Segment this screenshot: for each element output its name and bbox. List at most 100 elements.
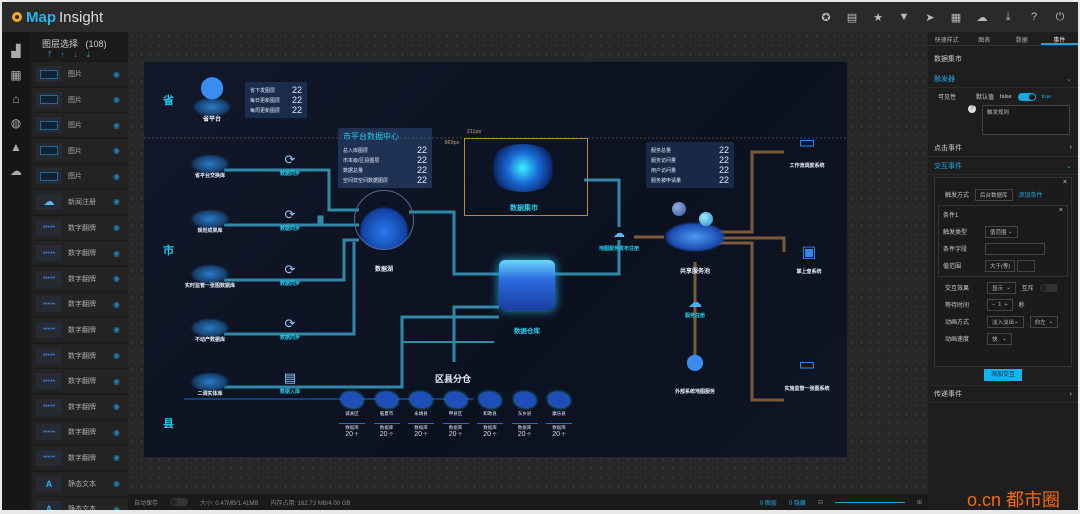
mutex-toggle[interactable]: [1039, 283, 1058, 292]
tab-0[interactable]: 快速样式: [934, 38, 959, 44]
layer-item[interactable]: 图片◉: [32, 87, 128, 112]
eye-icon[interactable]: ◉: [113, 376, 120, 386]
layer-item[interactable]: •••••数字翻牌◉: [32, 369, 128, 394]
dropdown-icon[interactable]: ▼: [898, 11, 910, 23]
trigger-rule-input[interactable]: 触发规则: [982, 105, 1070, 135]
speed-select[interactable]: 快 ⌄: [987, 332, 1012, 345]
layer-item[interactable]: •••••数字翻牌◉: [32, 266, 128, 291]
interaction-event-section[interactable]: 交互事件⌄: [928, 157, 1078, 175]
effect-select[interactable]: 显示 ⌄: [987, 281, 1016, 294]
save-icon[interactable]: ▦: [950, 11, 962, 24]
anim-direction-select[interactable]: 向左 ⌄: [1029, 315, 1059, 328]
autosave-toggle[interactable]: [170, 498, 189, 506]
trigger-type-select[interactable]: 值范围 ⌄: [985, 225, 1018, 238]
eye-icon[interactable]: ◉: [113, 197, 120, 207]
eye-icon[interactable]: ◉: [113, 120, 120, 130]
layer-item[interactable]: 图片◉: [32, 138, 128, 163]
star-icon[interactable]: ★: [873, 11, 883, 24]
eye-icon[interactable]: ◉: [113, 95, 120, 105]
eye-icon[interactable]: ◉: [113, 479, 120, 488]
layer-item[interactable]: •••••数字翻牌◉: [32, 317, 128, 342]
pass-event-section[interactable]: 传递事件›: [928, 385, 1078, 403]
zoom-slider[interactable]: [834, 501, 905, 503]
layer-item[interactable]: •••••数字翻牌◉: [32, 241, 128, 266]
layer-item[interactable]: ☁新闻注册◉: [32, 189, 128, 214]
visibility-toggle[interactable]: [1017, 92, 1036, 101]
hidden-count[interactable]: 0 隐藏: [788, 500, 806, 507]
layer-item[interactable]: 图片◉: [32, 62, 128, 86]
layer-item[interactable]: •••••数字翻牌◉: [32, 420, 128, 445]
selection-y: 869px: [444, 140, 460, 146]
range-operator[interactable]: 大于(等): [985, 259, 1016, 272]
zoom-in-icon[interactable]: ⊞: [916, 499, 922, 506]
clipboard-icon[interactable]: ▤: [846, 11, 858, 24]
eye-icon[interactable]: ◉: [113, 453, 120, 463]
eye-icon[interactable]: ◉: [113, 223, 120, 233]
logo-insight: Insight: [59, 8, 104, 26]
power-icon[interactable]: ⏻: [1055, 10, 1065, 23]
tab-2[interactable]: 数据: [1015, 38, 1028, 44]
anim-select[interactable]: 淡入淡出⌄: [987, 315, 1024, 328]
layer-item[interactable]: •••••数字翻牌◉: [32, 445, 128, 470]
eye-icon[interactable]: ◉: [113, 325, 120, 335]
eye-icon[interactable]: ◉: [113, 504, 120, 510]
eye-icon[interactable]: ◉: [113, 402, 120, 412]
add-condition-link[interactable]: 添加条件: [1018, 193, 1043, 199]
eye-icon[interactable]: ◉: [113, 427, 120, 437]
selection-frame[interactable]: [464, 138, 588, 216]
eye-icon[interactable]: ◉: [113, 248, 120, 258]
layer-item[interactable]: 图片◉: [32, 113, 128, 138]
layer-item[interactable]: •••••数字翻牌◉: [32, 394, 128, 419]
database-platform-icon: [190, 372, 230, 392]
wait-stepper[interactable]: − 1 +: [987, 298, 1013, 311]
layer-item[interactable]: •••••数字翻牌◉: [32, 292, 128, 317]
click-event-section[interactable]: 点击事件›: [928, 139, 1078, 157]
range-value-input[interactable]: [1017, 259, 1036, 272]
eye-icon[interactable]: ◉: [113, 69, 120, 79]
trigger-mode-select[interactable]: 后台数据库: [975, 188, 1013, 201]
add-interaction-button[interactable]: 添加交互: [984, 369, 1022, 381]
send-icon[interactable]: ➤: [925, 11, 935, 24]
zoom-out-icon[interactable]: ⊟: [817, 499, 823, 506]
layer-item[interactable]: 图片◉: [32, 164, 128, 189]
close-icon[interactable]: ×: [1062, 179, 1067, 186]
globe-icon[interactable]: ◍: [10, 116, 22, 130]
eye-icon[interactable]: ◉: [113, 299, 120, 309]
eye-icon[interactable]: ◉: [113, 351, 120, 361]
close-icon[interactable]: ×: [1058, 207, 1063, 214]
cloud-upload-icon[interactable]: ☁: [976, 11, 988, 24]
table-icon[interactable]: ▦: [10, 68, 22, 82]
layers-count[interactable]: 0 图层: [759, 500, 777, 507]
eye-icon[interactable]: ◉: [113, 146, 120, 156]
layer-item[interactable]: •••••数字翻牌◉: [32, 343, 128, 368]
layer-item[interactable]: •••••数字翻牌◉: [32, 215, 128, 240]
help-icon[interactable]: ?: [1030, 11, 1038, 23]
field-input[interactable]: [985, 242, 1045, 255]
help-icon[interactable]: ?: [968, 105, 976, 113]
trigger-section[interactable]: 触发器⌄: [928, 70, 1078, 88]
eye-icon[interactable]: ◉: [113, 171, 120, 181]
shapes-icon[interactable]: ▲: [10, 140, 22, 154]
theme-icon[interactable]: ✪: [821, 11, 831, 24]
eye-icon[interactable]: ◉: [113, 274, 120, 284]
download-icon[interactable]: ⤓: [1005, 10, 1011, 23]
tag-icon[interactable]: ⌂: [12, 92, 20, 106]
watermark: o.cn 都市圈: [966, 490, 1060, 510]
tab-3[interactable]: 事件: [1040, 32, 1078, 45]
cloud-icon[interactable]: ☁: [10, 164, 22, 178]
chart-icon[interactable]: ▟: [11, 44, 21, 58]
target-label: 实施监管一张图系统: [784, 386, 830, 392]
tab-1[interactable]: 图表: [978, 38, 991, 44]
layer-move-buttons[interactable]: ⤒↑↓⤓: [48, 50, 100, 59]
